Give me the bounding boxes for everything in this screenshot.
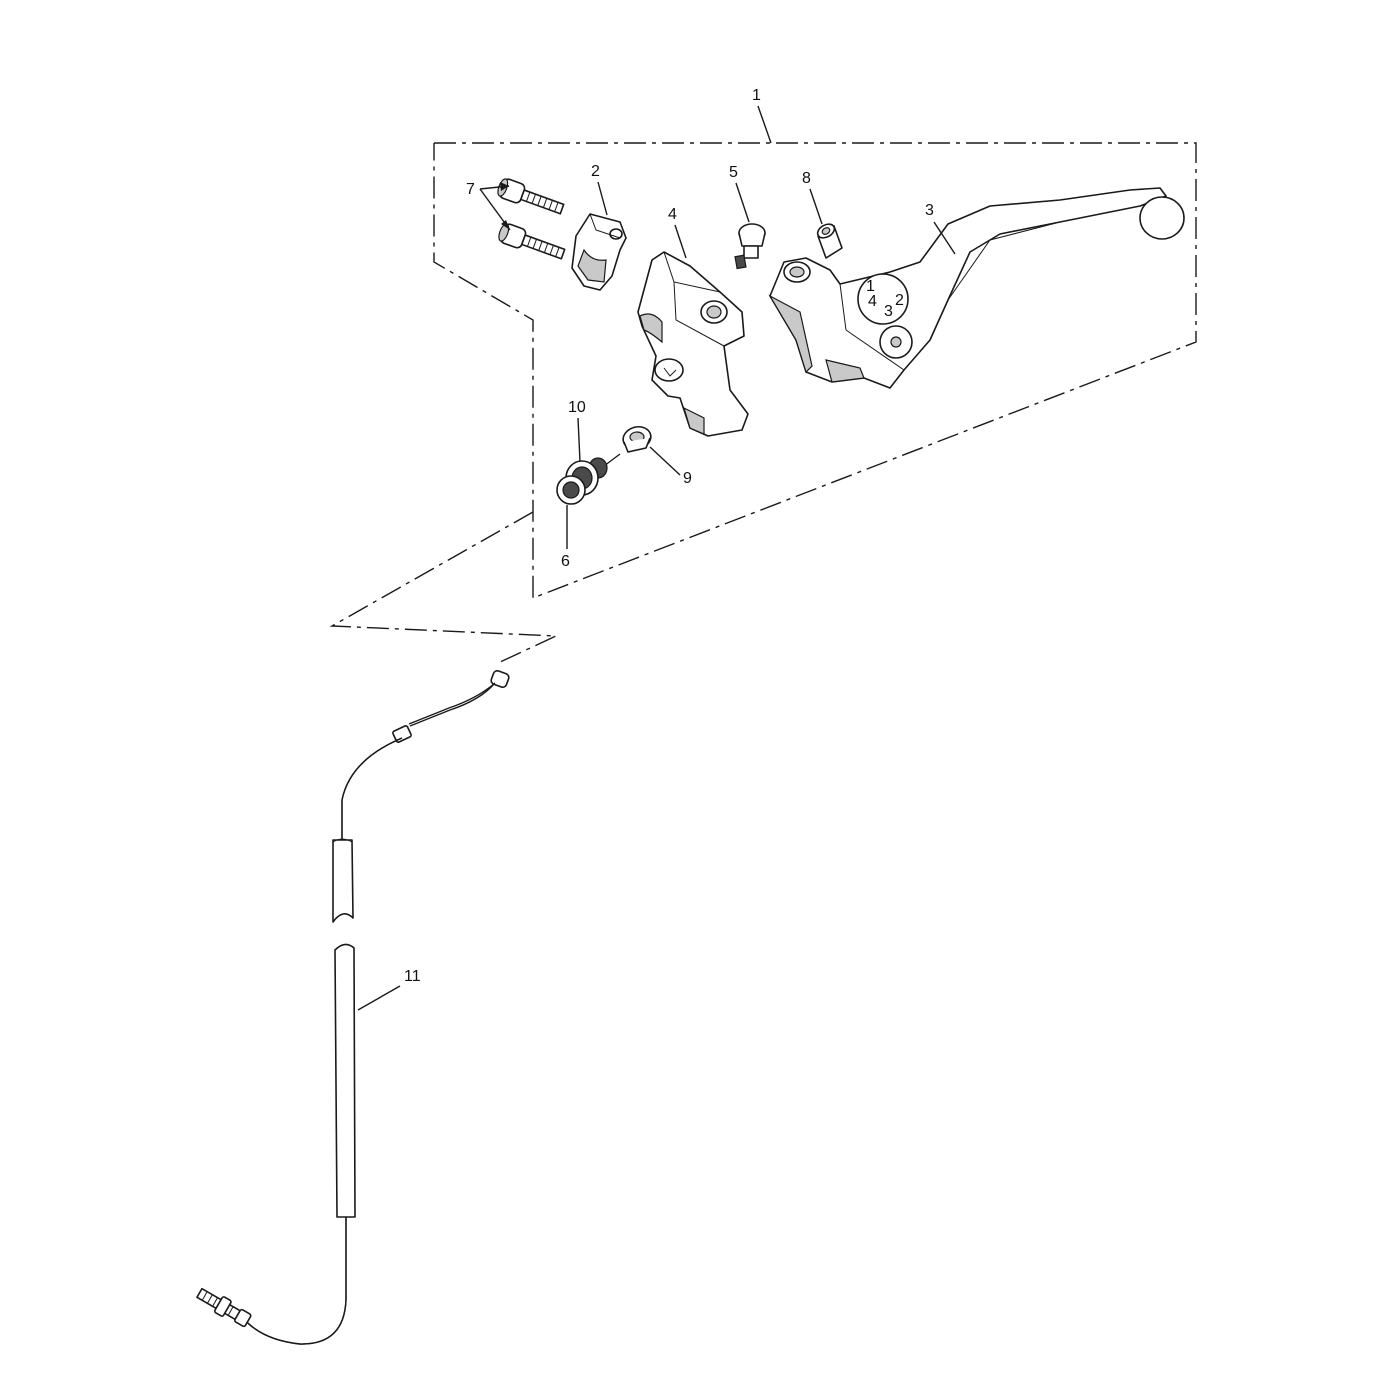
callout-8: 8 — [802, 170, 823, 225]
callout-4: 4 — [668, 206, 687, 259]
svg-text:4: 4 — [868, 293, 877, 310]
callout-6: 6 — [561, 505, 570, 570]
svg-text:6: 6 — [561, 553, 570, 570]
svg-text:11: 11 — [404, 968, 421, 985]
callout-1: 1 — [752, 87, 772, 144]
svg-text:4: 4 — [668, 206, 677, 223]
svg-text:1: 1 — [752, 87, 761, 104]
part-8-bushing — [816, 223, 843, 259]
svg-text:3: 3 — [925, 202, 934, 219]
part-2-clamp — [571, 213, 627, 291]
part-10-adjuster — [556, 453, 621, 505]
svg-text:3: 3 — [884, 303, 893, 320]
part-4-housing — [637, 251, 749, 437]
callout-9: 9 — [649, 446, 692, 487]
svg-text:2: 2 — [591, 163, 600, 180]
part-11-cable — [196, 670, 510, 1345]
callout-5: 5 — [729, 164, 750, 223]
svg-text:5: 5 — [729, 164, 738, 181]
part-3-lever: 1 2 3 4 — [768, 187, 1185, 389]
part-9-nut — [622, 425, 652, 453]
svg-text:2: 2 — [895, 292, 904, 309]
callout-7: 7 — [466, 181, 511, 231]
callout-3: 3 — [925, 202, 956, 255]
svg-text:7: 7 — [466, 181, 475, 198]
part-7-screws — [497, 178, 566, 260]
callout-2: 2 — [591, 163, 608, 216]
svg-text:9: 9 — [683, 470, 692, 487]
svg-text:10: 10 — [568, 399, 586, 416]
callout-11: 11 — [357, 968, 421, 1011]
callout-10: 10 — [568, 399, 586, 463]
svg-text:8: 8 — [802, 170, 811, 187]
svg-text:1: 1 — [866, 278, 875, 295]
assembly-boundary — [329, 142, 1197, 664]
part-5-pivot-bolt — [734, 223, 766, 270]
